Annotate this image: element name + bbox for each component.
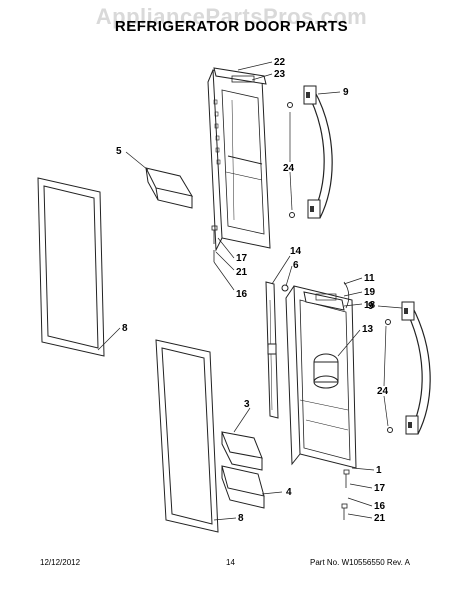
upper-door-liner — [207, 69, 271, 252]
callout-19: 19 — [364, 287, 376, 298]
callout-4: 4 — [286, 487, 292, 498]
callout-17-lower: 17 — [374, 483, 386, 494]
footer-date: 12/12/2012 — [40, 558, 81, 567]
callout-8-upper: 8 — [122, 323, 128, 334]
callout-5: 5 — [116, 146, 122, 157]
door-gasket-upper — [37, 177, 105, 357]
screws-upper — [211, 225, 218, 262]
callout-labels: 22 23 9 5 24 17 21 16 14 6 11 19 18 9 13… — [116, 57, 389, 524]
lower-door-liner — [285, 281, 357, 469]
callout-16-upper: 16 — [236, 289, 248, 300]
lower-door-handle — [385, 301, 431, 435]
leader-lines — [97, 61, 403, 521]
door-hinge-strip — [265, 281, 289, 419]
page-title: REFRIGERATOR DOOR PARTS — [114, 18, 349, 35]
callout-21-lower: 21 — [374, 513, 386, 524]
callout-9-upper: 9 — [343, 87, 349, 98]
callout-14: 14 — [290, 246, 302, 257]
door-gasket-lower — [155, 339, 219, 533]
callout-17-upper: 17 — [236, 253, 248, 264]
callout-6: 6 — [293, 260, 299, 271]
callout-24-lower: 24 — [377, 386, 389, 397]
footer-part-number: Part No. W10556550 Rev. A — [310, 558, 410, 567]
callout-11: 11 — [364, 273, 375, 284]
callout-22: 22 — [274, 57, 286, 68]
door-bin-middle — [221, 431, 263, 471]
door-bin-upper — [145, 167, 194, 209]
callout-13: 13 — [362, 324, 374, 335]
callout-9-lower: 9 — [368, 301, 374, 312]
screws-lower — [341, 469, 350, 520]
watermark: AppliancePartsPros.com — [95, 4, 368, 29]
callout-18: 18 — [364, 300, 376, 311]
footer-page-number: 14 — [226, 558, 235, 567]
callout-1: 1 — [376, 465, 382, 476]
callout-24-upper: 24 — [283, 163, 295, 174]
callout-16-lower: 16 — [374, 501, 386, 512]
upper-door-handle — [287, 85, 333, 219]
callout-23: 23 — [274, 69, 286, 80]
callout-3: 3 — [244, 399, 250, 410]
callout-21-upper: 21 — [236, 267, 248, 278]
door-bin-lower — [221, 465, 265, 509]
callout-8-lower: 8 — [238, 513, 244, 524]
